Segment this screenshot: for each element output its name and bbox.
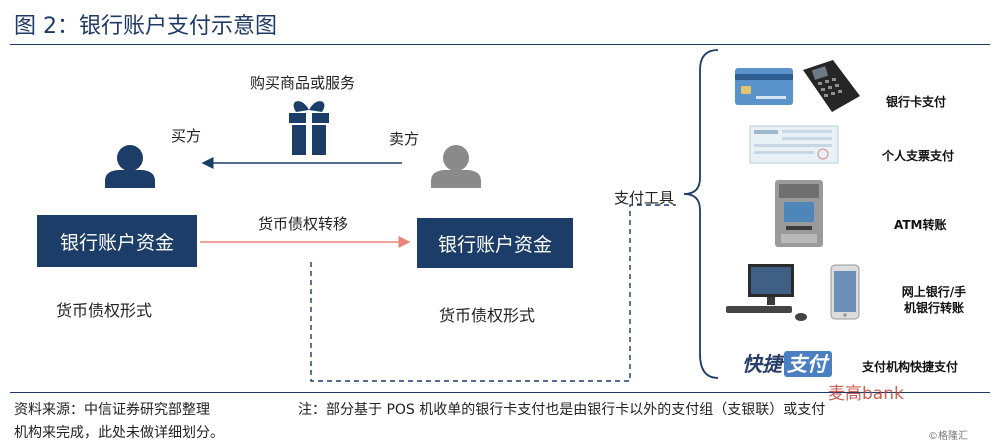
tools-brace	[683, 49, 719, 379]
tool-label-quickpay: 支付机构快捷支付	[862, 360, 959, 374]
seller-form-label: 货币债权形式	[439, 306, 536, 325]
quickpay-logo-text-a: 快捷	[742, 352, 786, 376]
footnote-line2: 机构来完成，此处未做详细划分。	[14, 425, 224, 441]
footer-divider	[10, 392, 990, 393]
source-note: 资料来源：中信证券研究部整理	[14, 402, 210, 418]
cheque-icon	[749, 125, 839, 164]
credit-card-pos-icon	[735, 60, 860, 112]
transfer-label: 货币债权转移	[258, 215, 349, 233]
tool-label-atm: ATM转账	[894, 218, 947, 232]
title-divider	[10, 44, 990, 45]
watermark: 麦高bank	[828, 384, 904, 404]
tool-label-cheque: 个人支票支付	[882, 149, 955, 163]
seller-person-icon	[431, 145, 481, 188]
tool-label-online-line1: 网上银行/手	[901, 285, 967, 299]
payment-tools-label: 支付工具	[614, 189, 675, 207]
atm-icon	[775, 180, 823, 247]
buy-goods-label: 购买商品或服务	[250, 74, 356, 92]
tool-label-online: 网上银行/手 机银行转账	[884, 284, 984, 316]
quickpay-logo-icon: 快捷 支付	[742, 351, 832, 377]
buyer-person-icon	[105, 145, 155, 188]
computer-phone-icon	[726, 264, 860, 321]
buyer-form-label: 货币债权形式	[56, 301, 153, 320]
watermark-sub: ©格隆汇	[928, 431, 968, 442]
gift-icon	[289, 101, 329, 155]
tool-label-online-line2: 机银行转账	[903, 301, 964, 316]
footnote-line1: 注：部分基于 POS 机收单的银行卡支付也是由银行卡以外的支付组（支银联）或支付	[298, 402, 826, 418]
buyer-label: 买方	[171, 127, 202, 145]
quickpay-logo-text-b: 支付	[787, 352, 830, 376]
seller-label: 卖方	[389, 130, 420, 148]
figure-title: 图 2：银行账户支付示意图	[14, 14, 277, 39]
tool-label-card: 银行卡支付	[886, 95, 947, 109]
seller-account-box: 银行账户资金	[417, 218, 573, 268]
buyer-account-box: 银行账户资金	[37, 215, 197, 267]
